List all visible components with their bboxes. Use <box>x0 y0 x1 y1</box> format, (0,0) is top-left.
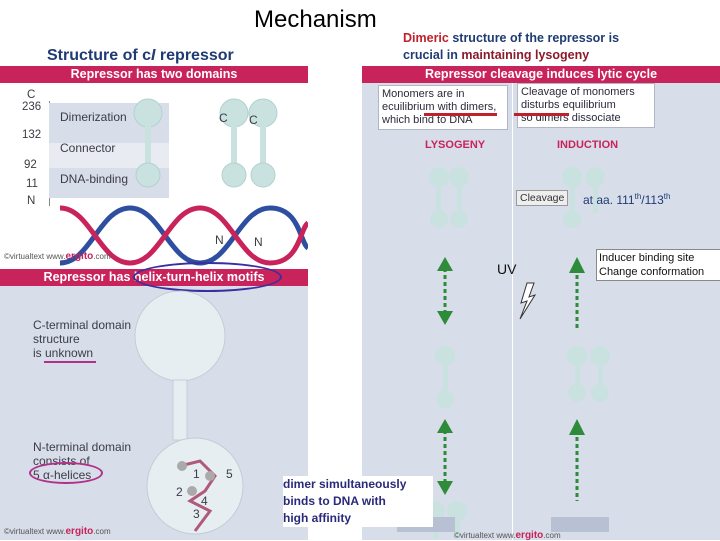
protein-blob <box>231 125 237 170</box>
helices-highlight-ellipse <box>29 462 103 484</box>
protein-blob <box>187 486 197 496</box>
helix-number-2: 2 <box>176 485 183 499</box>
right-figure-panel: Repressor cleavage induces lytic cycle M… <box>362 66 720 541</box>
equilibrium-arrows-2 <box>437 419 453 495</box>
cleavage-site-text: at aa. 111th/113th <box>583 192 671 207</box>
protein-blob <box>146 437 244 535</box>
page-title: Mechanism <box>254 6 377 33</box>
copyright-2: ©virtualtext www.ergito.com <box>4 526 111 537</box>
dimer-induction <box>562 167 605 228</box>
domain-figure: C 236 132 92 11 N Dimerization Connector… <box>0 83 308 273</box>
lysogeny-label: LYSOGENY <box>425 139 486 151</box>
copyright-3: ©virtualtext www.ergito.com <box>454 530 561 541</box>
monomers-induction <box>567 346 610 402</box>
induction-arrow-2 <box>569 419 585 501</box>
term-label-c1: C <box>219 111 228 125</box>
protein-blob <box>172 379 188 441</box>
uv-label: UV <box>497 261 517 277</box>
axis-label-92: 92 <box>24 159 37 171</box>
induction-label: INDUCTION <box>557 139 619 151</box>
protein-blob <box>134 290 226 382</box>
underline-unknown <box>44 361 96 363</box>
axis-label-c: C <box>27 89 36 101</box>
protein-blob <box>250 162 276 188</box>
induction-arrow-1 <box>569 257 585 331</box>
maintaining-lysogeny-text: maintaining lysogeny <box>461 48 590 62</box>
axis-label-n: N <box>27 195 36 207</box>
helix-number-5: 5 <box>226 467 233 481</box>
term-label-c2: C <box>249 113 258 127</box>
axis-label-132: 132 <box>22 129 42 141</box>
protein-blob <box>177 461 187 471</box>
helix-number-4: 4 <box>201 494 208 508</box>
header-two-domains: Repressor has two domains <box>0 66 308 83</box>
header-cleavage-lytic: Repressor cleavage induces lytic cycle <box>362 66 720 83</box>
monomer-lysogeny <box>435 346 455 408</box>
protein-blob <box>133 98 163 128</box>
left-figure-panel: Repressor has two domains C 236 132 92 1… <box>0 66 308 540</box>
helix-number-3: 3 <box>193 507 200 521</box>
dna-strand-red <box>60 205 308 266</box>
dimer-lysogeny <box>429 167 469 228</box>
dimerization-label: Dimerization <box>60 110 127 124</box>
term-label-n2: N <box>254 235 263 249</box>
protein-blob <box>260 125 266 170</box>
repressor-3d-shape <box>134 290 244 535</box>
axis-label-11: 11 <box>26 178 38 190</box>
equilibrium-arrows-1 <box>437 257 453 325</box>
lysogeny-induction-diagram <box>425 167 610 539</box>
connector-label: Connector <box>60 141 116 155</box>
helix-number-1: 1 <box>193 467 200 481</box>
protein-blob <box>221 162 247 188</box>
structure-subtitle: Structure of cI repressor <box>47 47 234 64</box>
copyright-1: ©virtualtext www.ergito.com <box>4 251 111 262</box>
dimeric-word: Dimeric <box>403 31 449 45</box>
helix-path <box>179 459 217 532</box>
dna-binding-label: DNA-binding <box>60 172 129 186</box>
protein-blob <box>205 471 215 481</box>
dna-bar-right <box>551 517 609 532</box>
axis-label-236: 236 <box>22 101 42 113</box>
divider-line <box>512 83 513 540</box>
dimeric-note: Dimeric structure of the repressor is cr… <box>403 31 620 62</box>
term-label-n1: N <box>215 233 224 247</box>
cleavage-tag: Cleavage <box>516 190 569 206</box>
monomer-shapes <box>133 98 278 188</box>
protein-blob <box>145 125 151 170</box>
uv-lightning-icon <box>519 282 537 320</box>
protein-blob <box>135 162 161 188</box>
underline-monomers <box>514 113 569 116</box>
underline-equilibrium <box>424 113 497 116</box>
hth-highlight-ellipse <box>133 262 282 292</box>
